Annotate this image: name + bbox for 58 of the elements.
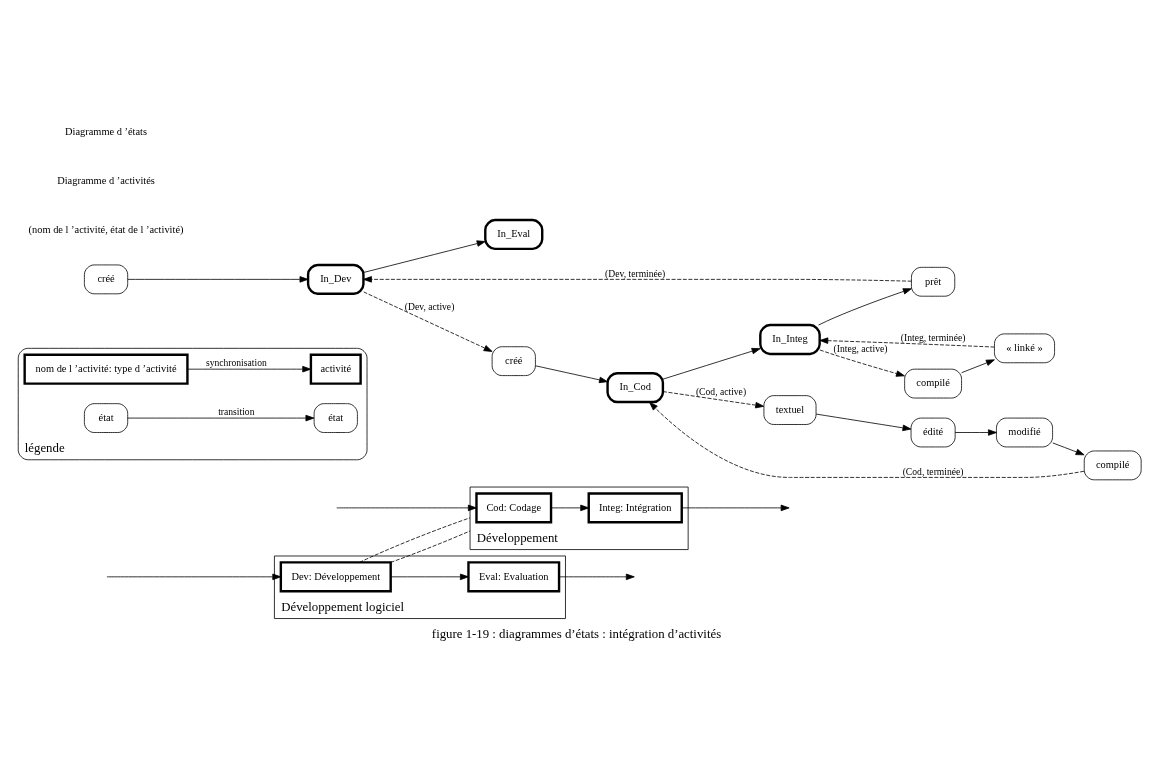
label: Diagramme d ’activités	[57, 175, 155, 187]
arrow	[390, 573, 469, 581]
arrow	[336, 504, 477, 512]
node-box: textuel	[763, 395, 817, 425]
edge-label: (Integ, active)	[833, 343, 888, 355]
arrow	[558, 573, 635, 581]
edge-label: (Dev, terminée)	[605, 267, 666, 279]
arrow	[961, 359, 995, 374]
arrow	[819, 349, 905, 377]
node-box: créé	[491, 346, 536, 376]
node-box: modifié	[996, 417, 1053, 448]
edge-label: (Integ, terminée)	[900, 331, 966, 343]
label: Diagramme d ’états	[65, 126, 148, 138]
arrow	[815, 413, 912, 432]
arrow	[535, 365, 608, 384]
node-box: In_Integ	[759, 323, 821, 356]
node-box: édité	[910, 417, 956, 448]
arrow	[662, 391, 765, 409]
connector	[359, 517, 471, 563]
node-box: Dev: Développement	[279, 561, 392, 593]
arrow	[127, 414, 315, 422]
node-box: prêt	[911, 266, 956, 297]
arrow	[550, 504, 590, 512]
node-box: créé	[84, 264, 129, 295]
node-box: état	[313, 403, 358, 433]
node-box: compilé	[904, 368, 962, 399]
node-box: « linké »	[994, 333, 1055, 364]
node-box: In_Cod	[606, 371, 665, 404]
node-box: nom de l ’activité: type d ’activité	[23, 353, 189, 385]
arrow	[363, 240, 486, 273]
node-box: Integ: Intégration	[587, 492, 683, 524]
edge-label: (Cod, active)	[695, 385, 747, 397]
arrow	[662, 347, 761, 380]
edge-label: (Dev, active)	[404, 301, 455, 313]
arrow	[1052, 442, 1085, 456]
arrow	[187, 365, 312, 373]
arrow	[819, 337, 995, 348]
arrow	[649, 402, 1085, 478]
arrow	[106, 573, 282, 581]
node-box: In_Eval	[484, 218, 544, 251]
connector	[390, 530, 471, 563]
node-box: Eval: Evaluation	[467, 561, 561, 593]
node-box: activité	[309, 353, 362, 385]
arrow	[818, 288, 912, 326]
node-box: Cod: Codage	[475, 492, 553, 524]
node-box: état	[84, 403, 129, 433]
arrow	[954, 429, 997, 436]
label: (nom de l ’activité, état de l ’activité)	[28, 224, 184, 236]
edge-label: synchronisation	[205, 357, 267, 369]
node-box: In_Dev	[306, 263, 365, 295]
edge-label: transition	[218, 406, 255, 418]
node-box: compilé	[1083, 450, 1142, 481]
caption: figure 1-19 : diagrammes d’états : intégration d’activités	[431, 627, 722, 642]
arrow	[363, 276, 912, 283]
arrow	[681, 504, 790, 512]
arrow	[363, 291, 493, 352]
arrow	[127, 276, 309, 283]
edge-label: (Cod, terminée)	[902, 465, 964, 477]
